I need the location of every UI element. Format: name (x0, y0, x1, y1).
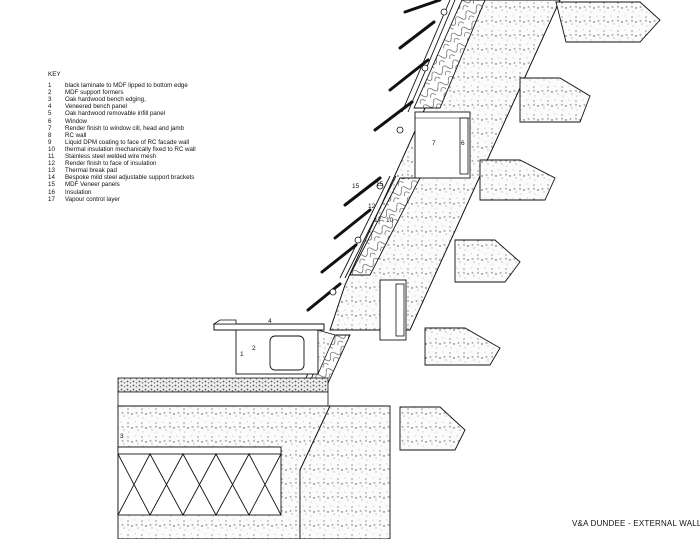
key-item: 10 thermal insulation mechanically fixed … (48, 146, 196, 153)
cladding-fins (306, 0, 442, 312)
bench (212, 319, 336, 375)
key-item-text: Oak hardwood bench edging, (65, 96, 146, 104)
key-item-text: RC wall (65, 131, 87, 139)
key-title: KEY (48, 71, 61, 78)
key-list: 1 black laminate to MDF lipped to bottom … (48, 82, 196, 203)
key-item-text: Liquid DPM coating to face of RC facade … (65, 138, 190, 146)
key-item: 9 Liquid DPM coating to face of RC facade… (48, 139, 196, 146)
tag-10: 10 (386, 217, 394, 224)
tag-2: 2 (252, 345, 256, 352)
key-item-number: 3 (48, 96, 52, 104)
key-item-number: 10 (48, 145, 55, 153)
key-item-text: Thermal break pad (65, 167, 117, 175)
key-item-text: black laminate to MDF lipped to bottom e… (65, 82, 188, 90)
tag-6: 6 (461, 140, 465, 147)
key-item: 7 Render finish to window cill, head and … (48, 125, 196, 132)
key-item: 11 Stainless steel welded wire mesh (48, 153, 196, 160)
support-brackets (329, 8, 448, 296)
precast-units (399, 1, 661, 451)
key-item-number: 7 (48, 124, 52, 132)
key-item-number: 5 (48, 110, 52, 118)
key-item-number: 15 (48, 181, 55, 189)
tag-4: 4 (268, 318, 272, 325)
key-item-text: Insulation (65, 188, 92, 196)
key-item: 17 Vapour control layer (48, 196, 196, 203)
drawing-caption: V&A DUNDEE - EXTERNAL WALL (572, 519, 700, 528)
key-item-number: 6 (48, 117, 52, 125)
window-opening (414, 111, 471, 179)
tag-1: 1 (240, 351, 244, 358)
lower-window-frame (379, 279, 407, 341)
key-item-text: thermal insulation mechanically fixed to… (65, 145, 196, 153)
key-item-number: 16 (48, 188, 55, 196)
key-item-text: Render finish to window cill, head and j… (65, 124, 185, 132)
key-item-number: 17 (48, 195, 55, 203)
key-item: 2 MDF support formers (48, 89, 196, 96)
key-item: 6 Window (48, 118, 196, 125)
key-item-number: 14 (48, 174, 55, 182)
tag-15b: 15 (376, 181, 384, 188)
key-item-number: 4 (48, 103, 52, 111)
key-item-text: Oak hardwood removable infill panel (65, 110, 166, 118)
ceiling-insulation (117, 446, 282, 516)
key-item: 1 black laminate to MDF lipped to bottom … (48, 82, 196, 89)
key-item: 13 Thermal break pad (48, 167, 196, 174)
key-item-text: Stainless steel welded wire mesh (65, 153, 157, 161)
floor-gravel (117, 377, 329, 407)
tag-7: 7 (432, 140, 436, 147)
key-item: 4 Veneered bench panel (48, 103, 196, 110)
drawing-labels: 1 2 3 4 6 7 12 15 15 17 10 (120, 140, 465, 440)
key-item-text: Veneered bench panel (65, 103, 127, 111)
key-item-number: 1 (48, 82, 52, 90)
tag-12: 12 (368, 203, 376, 210)
key-item-number: 8 (48, 131, 52, 139)
key-item: 15 MDF Veneer panels (48, 181, 196, 188)
tag-3: 3 (120, 433, 124, 440)
key-item-number: 11 (48, 153, 55, 161)
tag-17: 17 (374, 217, 382, 224)
key-item-number: 13 (48, 167, 55, 175)
insulation-mid (349, 177, 421, 276)
key-item-text: Bespoke mild steel adjustable support br… (65, 174, 195, 182)
key-item: 12 Render finish to face of insulation (48, 160, 196, 167)
key-item-number: 9 (48, 138, 52, 146)
key-legend: KEY 1 black laminate to MDF lipped to bot… (48, 71, 196, 203)
key-item: 16 Insulation (48, 189, 196, 196)
key-item: 3 Oak hardwood bench edging, (48, 96, 196, 103)
key-item: 14 Bespoke mild steel adjustable support … (48, 174, 196, 181)
key-item-number: 12 (48, 160, 55, 168)
key-item-text: Vapour control layer (65, 195, 120, 203)
key-item-text: Render finish to face of insulation (65, 160, 157, 168)
key-item: 8 RC wall (48, 132, 196, 139)
key-item-text: MDF support formers (65, 89, 124, 97)
key-item-text: MDF Veneer panels (65, 181, 120, 189)
key-item-number: 2 (48, 89, 52, 97)
key-item-text: Window (65, 117, 88, 125)
insulation-upper (413, 0, 486, 109)
key-item: 5 Oak hardwood removable infill panel (48, 110, 196, 117)
tag-15: 15 (352, 183, 360, 190)
